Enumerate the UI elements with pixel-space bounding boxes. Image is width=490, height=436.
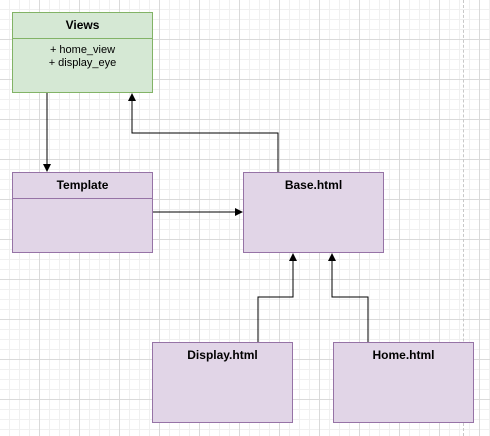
display-html-title: Display.html [187, 348, 258, 362]
template-class-title: Template [56, 178, 109, 192]
display-html-box[interactable]: Display.html [152, 342, 293, 423]
views-class[interactable]: Views + home_view + display_eye [12, 12, 153, 93]
arrow-home-to-base[interactable] [328, 253, 369, 342]
arrow-base-to-views[interactable] [128, 93, 279, 172]
views-class-title: Views [65, 18, 100, 32]
views-class-divider [13, 38, 152, 39]
home-html-title: Home.html [372, 348, 435, 362]
page-break-line [463, 0, 464, 436]
template-class-divider [13, 198, 152, 199]
views-member: + display_eye [48, 57, 117, 69]
views-member: + home_view [49, 44, 116, 56]
template-class[interactable]: Template [12, 172, 153, 253]
base-html-box[interactable]: Base.html [243, 172, 384, 253]
views-class-members: + home_view + display_eye [13, 44, 152, 70]
arrow-display-to-base[interactable] [257, 253, 297, 342]
base-html-title: Base.html [284, 178, 343, 192]
home-html-box[interactable]: Home.html [333, 342, 474, 423]
